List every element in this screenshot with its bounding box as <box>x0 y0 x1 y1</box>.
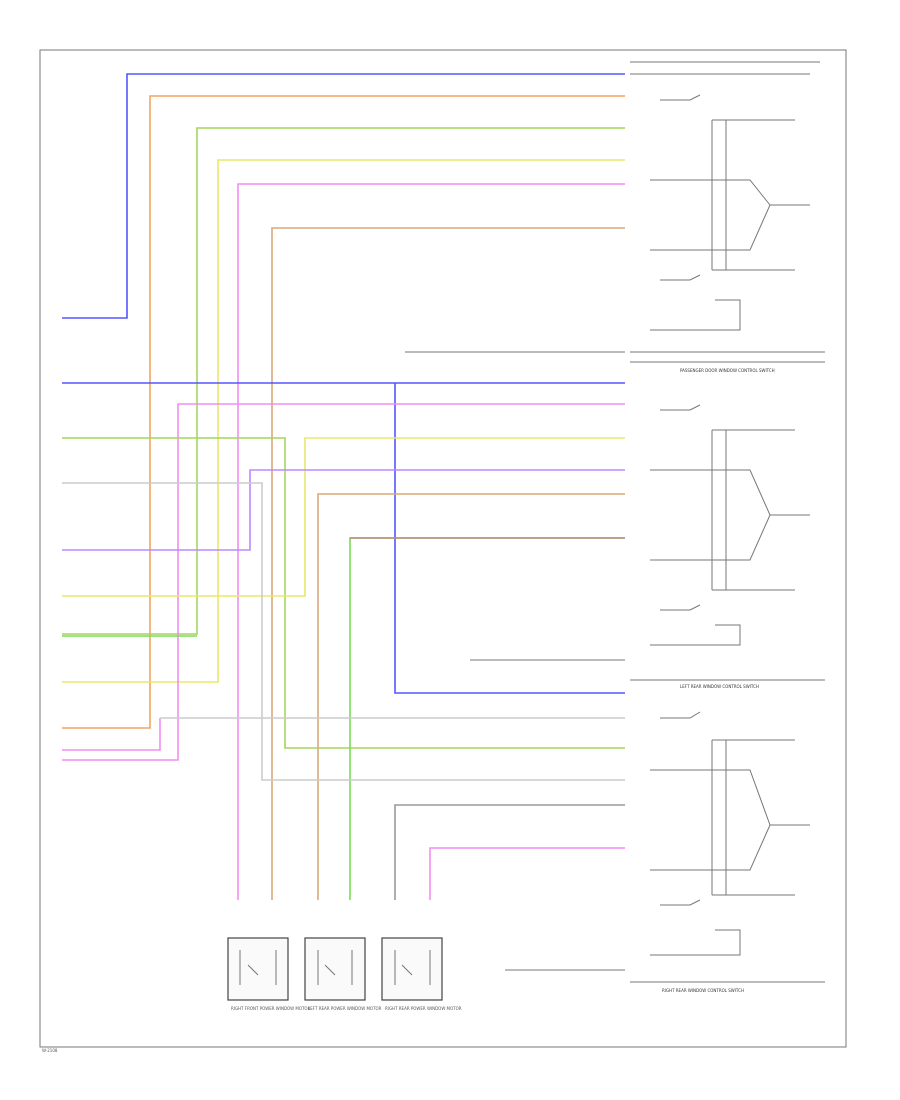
wire-yel-2 <box>62 437 625 597</box>
wire-ltgrn-2 <box>62 537 625 900</box>
wire-group-right-rear <box>160 717 625 971</box>
motor-label-right-rear: RIGHT REAR POWER WINDOW MOTOR <box>385 1006 462 1011</box>
motor-right-front: RIGHT FRONT POWER WINDOW MOTOR <box>227 937 311 1011</box>
wire-org-1 <box>62 95 625 729</box>
switch-right-rear: RIGHT REAR WINDOW CONTROL SWITCH <box>630 711 825 993</box>
wire-pnk-1 <box>237 183 625 900</box>
motor-right-rear: RIGHT REAR POWER WINDOW MOTOR <box>381 937 462 1011</box>
wire-tan-1 <box>271 227 625 900</box>
wire-grn-2 <box>62 437 625 749</box>
motor-label-right-front: RIGHT FRONT POWER WINDOW MOTOR <box>231 1006 311 1011</box>
switch-left-rear: LEFT REAR WINDOW CONTROL SWITCH <box>630 404 825 689</box>
wire-pnk-2 <box>62 403 625 761</box>
motor-label-left-rear: LEFT REAR POWER WINDOW MOTOR <box>308 1006 382 1011</box>
section-label-passenger: PASSENGER DOOR WINDOW CONTROL SWITCH <box>680 368 775 373</box>
wire-wht-2 <box>62 482 625 781</box>
wire-blu-2b <box>394 383 625 694</box>
wire-tan-2 <box>317 493 625 900</box>
motor-left-rear: LEFT REAR POWER WINDOW MOTOR <box>304 937 382 1011</box>
wire-gry-3 <box>394 804 625 900</box>
wire-group-left-rear <box>62 382 625 900</box>
switch-passenger: PASSENGER DOOR WINDOW CONTROL SWITCH <box>630 61 825 373</box>
wire-blu-1 <box>62 73 625 319</box>
section-label-left-rear: LEFT REAR WINDOW CONTROL SWITCH <box>680 684 759 689</box>
wire-vio-2 <box>62 469 625 551</box>
page-code: W-2108 <box>42 1048 58 1053</box>
section-label-right-rear: RIGHT REAR WINDOW CONTROL SWITCH <box>662 988 744 993</box>
wire-group-passenger <box>62 73 625 900</box>
wire-pnk-3 <box>429 847 625 900</box>
wire-yel-1 <box>62 159 625 683</box>
wire-grn-1 <box>62 127 625 635</box>
page-frame <box>39 49 847 1048</box>
